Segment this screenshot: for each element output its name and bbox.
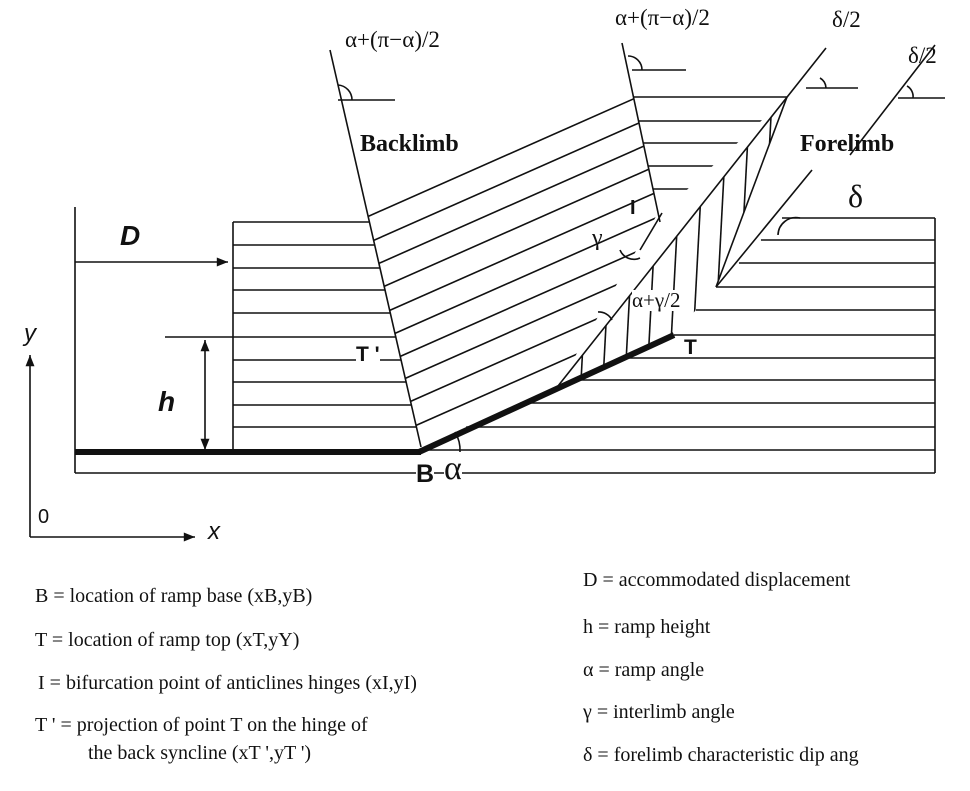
ramp-angle-arc <box>454 431 461 453</box>
front-hinge-line <box>621 42 661 223</box>
legend-right-2: α = ramp angle <box>583 659 705 681</box>
axial-angle-label: δ/2 <box>832 7 861 32</box>
origin-label: 0 <box>38 506 50 528</box>
delta-label: δ <box>848 178 864 214</box>
point-t-label: T <box>684 336 697 359</box>
ramp-angle-label: α <box>444 450 462 487</box>
forelimb-edge-line <box>715 96 788 288</box>
backlimb-bed-line <box>412 249 658 428</box>
backlimb-bed-line <box>380 110 658 289</box>
angle-arc <box>627 55 643 71</box>
front-hinge-angle-label: α+(π−α)/2 <box>615 5 710 30</box>
gamma-label: γ <box>592 225 603 251</box>
backlimb-bed-line <box>369 97 658 243</box>
x-axis-label: x <box>208 518 220 545</box>
backlimb-bed-line <box>391 157 658 336</box>
legend-right-1: h = ramp height <box>583 616 711 638</box>
angle-arc <box>906 85 914 99</box>
forelimb-label: Forelimb <box>800 131 895 157</box>
legend-left-1: T = location of ramp top (xT,yY) <box>35 629 300 651</box>
y-axis-label: y <box>24 320 36 347</box>
gamma-angle-arc <box>619 249 641 261</box>
alpha-gamma-arc <box>597 311 613 321</box>
axial-angle-label-2: δ/2 <box>908 43 937 68</box>
backlimb-bed-line <box>396 180 658 359</box>
point-i-label: I <box>630 197 636 219</box>
angle-arc <box>337 84 353 101</box>
back-hinge-line <box>329 49 422 448</box>
angle-arc <box>819 77 827 89</box>
outer-axial-line <box>849 44 936 156</box>
legend-left-3: T ' = projection of point T on the hinge… <box>35 714 368 736</box>
gamma-line <box>639 212 663 251</box>
forelimb-bed-line <box>711 97 731 386</box>
legend-left-4: the back syncline (xT ',yT ') <box>88 742 312 764</box>
legend-left-2: I = bifurcation point of anticlines hing… <box>38 672 417 694</box>
back-hinge-angle-label: α+(π−α)/2 <box>345 27 440 52</box>
forelimb-bed-line <box>755 97 775 386</box>
backlimb-label: Backlimb <box>360 131 459 157</box>
legend-right-0: D = accommodated displacement <box>583 569 851 591</box>
backlimb-bed-line <box>401 202 658 381</box>
legend-right-4: δ = forelimb characteristic dip ang <box>583 744 859 766</box>
point-t-prime-label: T ' <box>356 343 380 366</box>
legend-left-0: B = location of ramp base (xB,yB) <box>35 585 313 607</box>
displacement-label: D <box>120 220 141 251</box>
legend-right-3: γ = interlimb angle <box>583 701 735 723</box>
forelimb-bed-line <box>800 60 818 400</box>
delta-angle-arc <box>777 216 801 236</box>
height-label: h <box>158 386 176 417</box>
ramp-fault <box>417 332 676 455</box>
point-b-label: B <box>416 460 435 488</box>
forelimb-dip-line <box>715 169 813 288</box>
fault-bend-fold-diagram <box>25 42 945 542</box>
backlimb-beds <box>368 97 658 428</box>
forelimb-bed-line <box>777 97 787 386</box>
alpha-gamma-label: α+γ/2 <box>632 288 681 312</box>
backlimb-bed-line <box>374 97 658 266</box>
forelimb-axial-line <box>557 47 827 387</box>
backlimb-bed-line <box>368 97 658 219</box>
backlimb-bed-line <box>385 134 658 313</box>
